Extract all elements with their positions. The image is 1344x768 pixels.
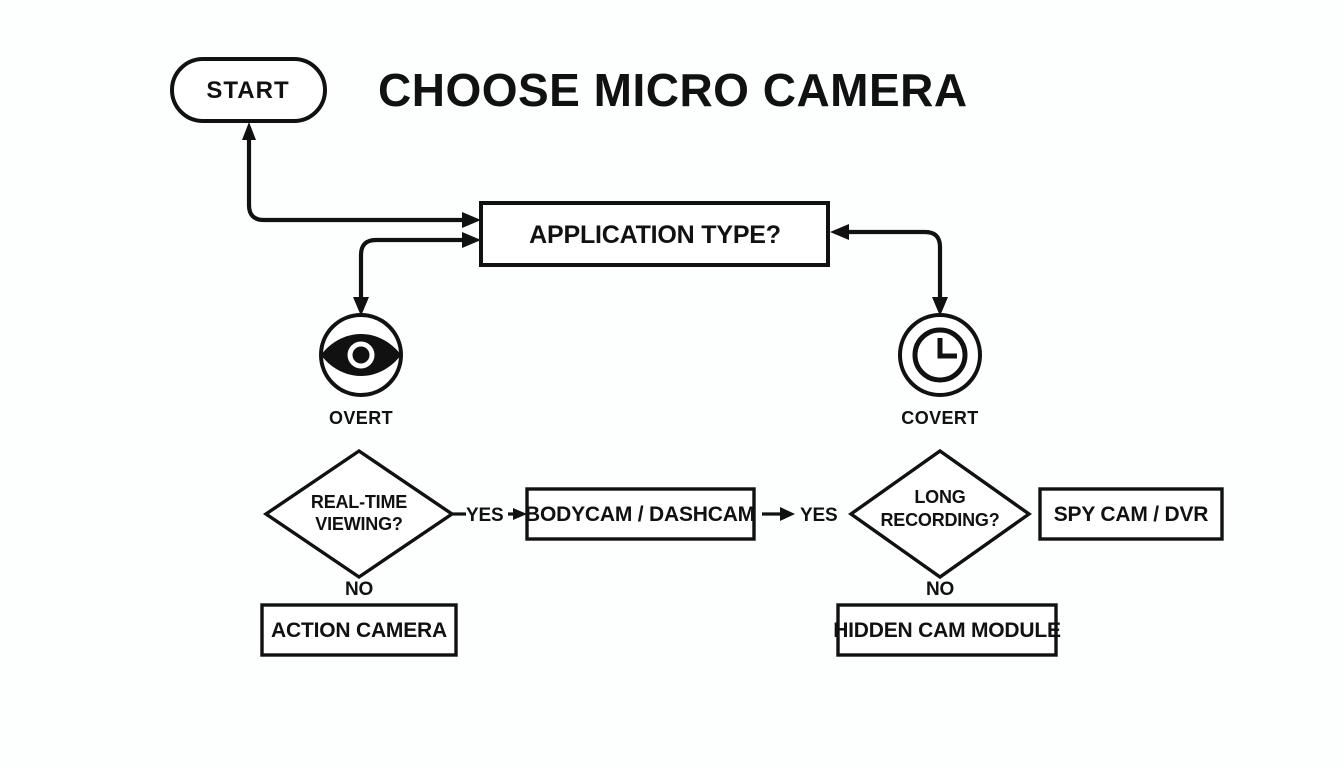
arrowhead-right-bodycam (513, 508, 527, 520)
connector-application-to-overt (353, 232, 481, 316)
connector-bodycam-yes (762, 507, 795, 521)
spy-cam-label: SPY CAM / DVR (1054, 503, 1209, 526)
arrowhead-right-application-2 (462, 232, 481, 248)
arrowhead-down-overt (353, 297, 369, 316)
arrowhead-left-application-3 (830, 224, 849, 240)
node-overt[interactable]: OVERT (319, 313, 403, 428)
node-long-recording[interactable]: LONG RECORDING? (848, 448, 1032, 580)
start-label: START (206, 77, 289, 104)
overt-label: OVERT (329, 408, 393, 428)
application-type-label: APPLICATION TYPE? (529, 221, 781, 249)
node-action-camera[interactable]: ACTION CAMERA (260, 603, 458, 657)
connector-start-to-application (242, 122, 481, 228)
edge-label-bodycam-yes: YES (800, 505, 837, 526)
arrowhead-down-covert (932, 297, 948, 316)
edge-label-longrec-no: NO (926, 579, 954, 600)
edge-label-realtime-yes: YES (466, 505, 503, 526)
node-realtime-viewing[interactable]: REAL-TIME VIEWING? (262, 448, 456, 580)
clock-icon (912, 327, 968, 383)
covert-label: COVERT (901, 408, 978, 428)
node-hidden-cam-module[interactable]: HIDDEN CAM MODULE (833, 603, 1061, 657)
node-covert[interactable]: COVERT (898, 313, 982, 428)
connector-application-to-covert (830, 224, 948, 316)
realtime-label-line1: REAL-TIME (311, 492, 407, 512)
action-camera-label: ACTION CAMERA (271, 619, 447, 642)
page-title: CHOOSE MICRO CAMERA (378, 64, 968, 116)
longrec-label-line1: LONG (914, 487, 965, 507)
arrowhead-right-longrec (780, 507, 795, 521)
longrec-label-line2: RECORDING? (881, 510, 1000, 530)
realtime-label-line2: VIEWING? (315, 514, 402, 534)
arrowhead-up-start (242, 122, 256, 140)
hidden-cam-label: HIDDEN CAM MODULE (833, 619, 1061, 642)
node-start[interactable]: START (170, 57, 327, 123)
bodycam-label: BODYCAM / DASHCAM (525, 503, 755, 526)
node-application-type[interactable]: APPLICATION TYPE? (479, 201, 830, 267)
node-spy-cam-dvr[interactable]: SPY CAM / DVR (1038, 487, 1224, 541)
node-bodycam-dashcam[interactable]: BODYCAM / DASHCAM (525, 487, 756, 541)
edge-label-realtime-no: NO (345, 579, 373, 600)
eye-icon (321, 334, 401, 376)
arrowhead-right-application-1 (462, 212, 481, 228)
